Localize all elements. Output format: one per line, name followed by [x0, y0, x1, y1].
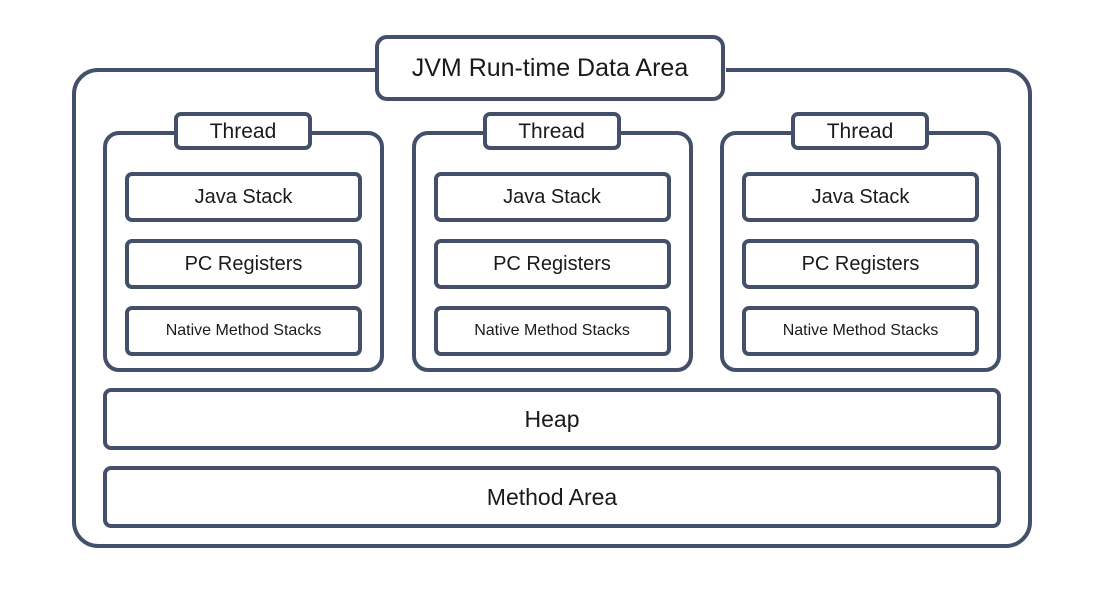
thread-column-1: Thread Java Stack PC Registers Native Me… — [103, 112, 384, 372]
native-method-stacks-label-2: Native Method Stacks — [474, 322, 630, 339]
pc-registers-label-1: PC Registers — [184, 253, 303, 275]
java-stack-label-2: Java Stack — [503, 186, 601, 208]
heap-box: Heap — [103, 388, 1001, 450]
java-stack-label-1: Java Stack — [194, 186, 293, 208]
thread-label-box-2: Thread — [482, 112, 621, 150]
thread-label-2: Thread — [518, 119, 585, 143]
heap-label: Heap — [524, 405, 580, 432]
diagram-title-box: JVM Run-time Data Area — [375, 35, 725, 101]
pc-registers-label-3: PC Registers — [801, 253, 920, 275]
pc-registers-box-2: PC Registers — [433, 239, 671, 289]
method-area-label: Method Area — [486, 483, 618, 510]
native-method-stacks-label-3: Native Method Stacks — [782, 322, 939, 339]
thread-column-3: Thread Java Stack PC Registers Native Me… — [720, 112, 1001, 372]
native-method-stacks-box-1: Native Method Stacks — [125, 306, 362, 356]
java-stack-box-2: Java Stack — [433, 172, 671, 222]
pc-registers-box-3: PC Registers — [742, 239, 979, 289]
threads-row: Thread Java Stack PC Registers Native Me… — [103, 112, 1001, 372]
native-method-stacks-label-1: Native Method Stacks — [165, 322, 322, 339]
pc-registers-label-2: PC Registers — [493, 253, 611, 275]
thread-column-2: Thread Java Stack PC Registers Native Me… — [411, 112, 693, 372]
pc-registers-box-1: PC Registers — [125, 239, 362, 289]
thread-components-3: Java Stack PC Registers Native Method St… — [742, 172, 979, 356]
method-area-box: Method Area — [103, 466, 1001, 528]
thread-label-box-1: Thread — [174, 112, 312, 150]
thread-label-3: Thread — [826, 119, 894, 143]
thread-label-box-3: Thread — [791, 112, 929, 150]
thread-label-1: Thread — [209, 119, 277, 143]
diagram-title-label: JVM Run-time Data Area — [411, 53, 689, 82]
java-stack-box-3: Java Stack — [742, 172, 979, 222]
native-method-stacks-box-2: Native Method Stacks — [433, 306, 671, 356]
native-method-stacks-box-3: Native Method Stacks — [742, 306, 979, 356]
thread-components-2: Java Stack PC Registers Native Method St… — [433, 172, 671, 356]
java-stack-label-3: Java Stack — [811, 186, 910, 208]
thread-components-1: Java Stack PC Registers Native Method St… — [125, 172, 362, 356]
java-stack-box-1: Java Stack — [125, 172, 362, 222]
